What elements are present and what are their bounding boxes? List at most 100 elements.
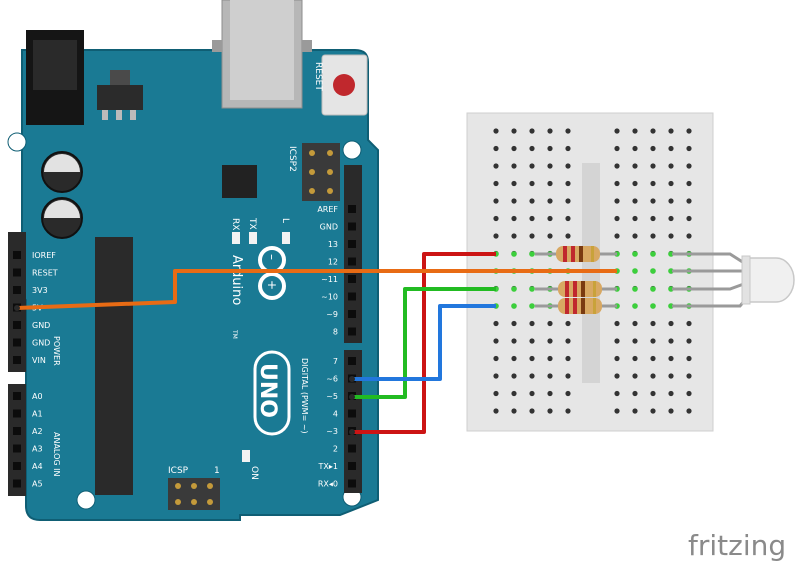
- resistor: [535, 281, 617, 297]
- pin-label: 13: [328, 240, 338, 249]
- breadboard-hole: [493, 320, 499, 327]
- breadboard-hole: [614, 145, 620, 152]
- icsp2-label: ICSP2: [287, 146, 297, 172]
- wire-green: [352, 287, 496, 399]
- breadboard-hole: [511, 180, 517, 187]
- breadboard-hole: [686, 320, 692, 327]
- microcontroller: [95, 237, 133, 495]
- power-group-label: POWER: [52, 336, 61, 366]
- breadboard-hole: [686, 163, 692, 169]
- breadboard-hole: [547, 233, 553, 239]
- connected-hole: [650, 286, 656, 292]
- breadboard-hole: [529, 390, 535, 397]
- breadboard-hole: [565, 128, 571, 134]
- breadboard-hole: [547, 338, 553, 344]
- on-led: [242, 450, 250, 462]
- breadboard-hole: [511, 338, 517, 344]
- breadboard-hole: [493, 163, 499, 169]
- breadboard-hole: [614, 320, 620, 327]
- breadboard-hole: [686, 373, 692, 379]
- breadboard-hole: [686, 355, 692, 362]
- connected-hole: [511, 251, 517, 257]
- icsp-header: [168, 478, 220, 510]
- breadboard-hole: [493, 145, 499, 152]
- usb-chip: [222, 165, 257, 198]
- header-pin: [348, 275, 356, 283]
- breadboard-hole: [650, 355, 656, 362]
- connected-hole: [529, 303, 535, 309]
- icsp-label: ICSP: [168, 466, 189, 476]
- breadboard-hole: [614, 180, 620, 187]
- breadboard-hole: [650, 390, 656, 397]
- breadboard-hole: [668, 180, 674, 187]
- header-pin: [13, 479, 21, 488]
- breadboard-hole: [668, 355, 674, 362]
- power-header: [8, 232, 26, 372]
- connected-hole: [632, 303, 638, 309]
- pin-label: GND: [32, 339, 50, 348]
- pin-label: AREF: [317, 205, 338, 214]
- brand-label: Arduino: [229, 255, 244, 305]
- breadboard-hole: [686, 390, 692, 397]
- breadboard-hole: [493, 390, 499, 397]
- breadboard-hole: [668, 145, 674, 152]
- breadboard-hole: [529, 373, 535, 379]
- pin-label: A1: [32, 410, 43, 419]
- breadboard-hole: [547, 373, 553, 379]
- svg-text:–: –: [265, 254, 279, 260]
- pin-label: A3: [32, 445, 43, 454]
- pin-label: 3V3: [32, 286, 48, 295]
- pin-label: A4: [32, 462, 43, 471]
- breadboard-hole: [547, 145, 553, 152]
- breadboard-hole: [632, 355, 638, 362]
- breadboard-hole: [493, 128, 499, 134]
- pin-label: 4: [333, 410, 338, 419]
- on-label: ON: [249, 466, 259, 480]
- breadboard-hole: [565, 355, 571, 362]
- breadboard-hole: [565, 390, 571, 397]
- wires: [14, 252, 617, 435]
- breadboard-hole: [632, 373, 638, 379]
- pin-label: IOREF: [32, 251, 56, 260]
- connected-hole: [529, 251, 535, 257]
- digital-group-label: DIGITAL (PWM= ~): [300, 358, 309, 434]
- rgb-led: [672, 252, 795, 308]
- breadboard-hole: [668, 320, 674, 327]
- breadboard-hole: [632, 233, 638, 239]
- breadboard-hole: [614, 128, 620, 134]
- header-pin: [348, 257, 356, 266]
- icsp-pin1-label: 1: [214, 466, 220, 476]
- breadboard-hole: [650, 215, 656, 222]
- breadboard-hole: [650, 128, 656, 134]
- pin-label: ~10: [321, 293, 338, 302]
- trademark-label: TM: [231, 329, 238, 339]
- header-pin: [13, 321, 21, 329]
- breadboard-hole: [493, 215, 499, 222]
- breadboard-hole: [565, 320, 571, 327]
- breadboard-hole: [650, 180, 656, 187]
- breadboard-hole: [565, 180, 571, 187]
- uno-label-box: UNO: [253, 350, 291, 436]
- header-pin: [348, 292, 356, 301]
- breadboard-hole: [650, 145, 656, 152]
- breadboard-hole: [614, 390, 620, 397]
- header-pin: [13, 462, 21, 470]
- breadboard-hole: [668, 373, 674, 379]
- breadboard-hole: [511, 390, 517, 397]
- header-pin: [348, 310, 356, 318]
- breadboard-hole: [511, 145, 517, 152]
- capacitor: [41, 197, 83, 239]
- resistor: [535, 298, 617, 314]
- analog-header: [8, 384, 26, 496]
- breadboard-hole: [686, 233, 692, 239]
- breadboard-hole: [668, 408, 674, 414]
- pin-label: ~9: [326, 310, 338, 319]
- voltage-regulator: [97, 85, 143, 110]
- breadboard-hole: [650, 163, 656, 169]
- l-label: L: [280, 218, 290, 223]
- breadboard-hole: [511, 373, 517, 379]
- breadboard-hole: [529, 215, 535, 222]
- breadboard-hole: [632, 408, 638, 414]
- breadboard-hole: [511, 408, 517, 414]
